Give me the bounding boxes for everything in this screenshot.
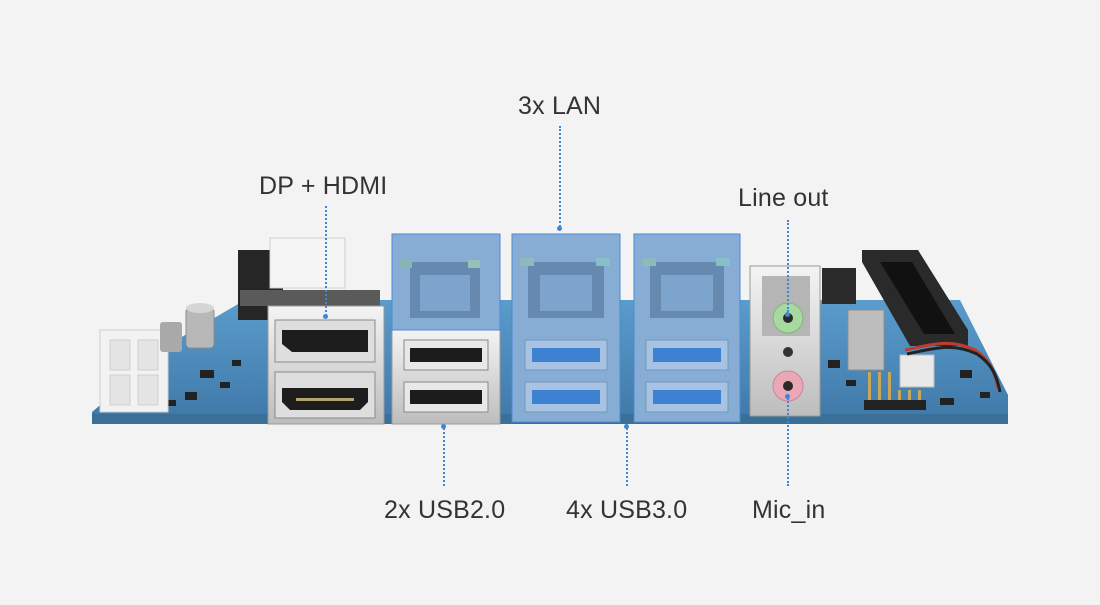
right-components bbox=[822, 250, 1002, 410]
usb3-leader-dot bbox=[624, 424, 629, 429]
usb2-stack bbox=[391, 329, 501, 425]
lan-leader bbox=[559, 126, 561, 230]
lan-usb3-blocks bbox=[391, 233, 741, 423]
usb2-leader-dot bbox=[441, 424, 446, 429]
highlight-overlays bbox=[391, 233, 741, 423]
mic-in-label: Mic_in bbox=[752, 496, 826, 524]
usb3-leader bbox=[626, 428, 628, 486]
mic-in-leader bbox=[787, 398, 789, 486]
display-leader bbox=[325, 206, 327, 316]
display-label: DP + HDMI bbox=[259, 172, 388, 200]
power-connector bbox=[99, 329, 169, 413]
display-leader-dot bbox=[323, 314, 328, 319]
audio-jacks bbox=[749, 265, 821, 417]
line-out-leader-dot bbox=[785, 312, 790, 317]
lan-leader-dot bbox=[557, 226, 562, 231]
capacitors bbox=[160, 303, 215, 352]
mic-in-leader-dot bbox=[785, 394, 790, 399]
line-out-leader bbox=[787, 220, 789, 312]
dp-hdmi-connector bbox=[267, 305, 385, 425]
usb2-leader bbox=[443, 428, 445, 486]
usb2-label: 2x USB2.0 bbox=[384, 496, 506, 524]
lan-label: 3x LAN bbox=[518, 92, 602, 120]
usb3-label: 4x USB3.0 bbox=[566, 496, 688, 524]
line-out-label: Line out bbox=[738, 184, 829, 212]
